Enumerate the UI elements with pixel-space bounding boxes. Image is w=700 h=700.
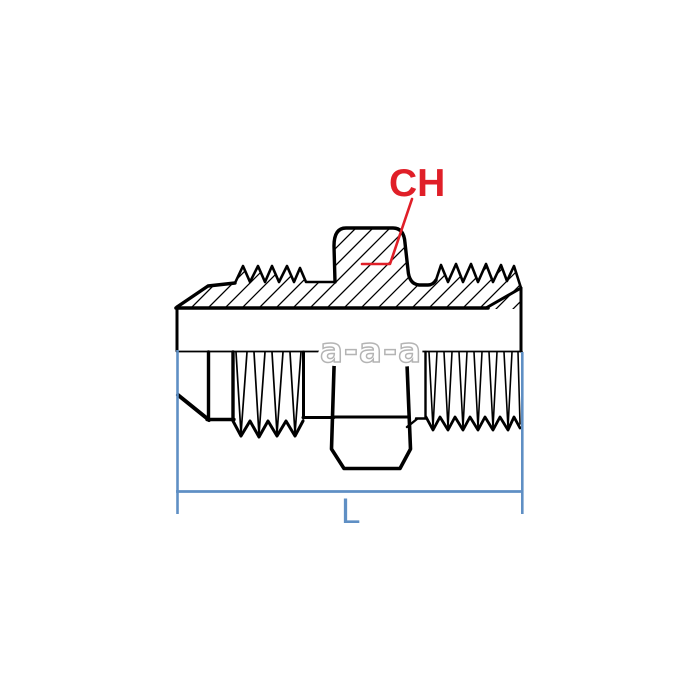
right-thread-flanks	[428, 351, 521, 429]
right-thread-silhouette	[424, 415, 522, 432]
left-thread-silhouette	[231, 419, 305, 439]
right-runout-lines	[405, 350, 428, 429]
hex-section-profile	[332, 226, 438, 287]
watermark: a-a-a a-a-a	[316, 327, 425, 375]
left-thread-flanks	[235, 351, 302, 436]
watermark-halo: a-a-a	[320, 331, 422, 371]
body-left-chamfer	[175, 281, 237, 309]
hex-annotation: CH	[360, 162, 445, 266]
length-dimension: L	[176, 350, 524, 531]
body-right-chamfer	[484, 286, 523, 310]
left-thread-profile-section	[233, 264, 337, 285]
ch-label: CH	[389, 162, 445, 205]
left-runout-lines	[301, 350, 336, 420]
ch-leader-line	[360, 197, 414, 266]
section-hatching	[177, 228, 521, 309]
right-thread-profile-section	[434, 262, 523, 290]
flare-cone-edge	[176, 393, 211, 422]
length-label: L	[341, 492, 360, 531]
flare-shoulder-lines	[205, 350, 236, 422]
external-view	[176, 350, 523, 471]
hex-external-profile	[329, 350, 413, 471]
watermark-text: a-a-a	[320, 331, 422, 371]
